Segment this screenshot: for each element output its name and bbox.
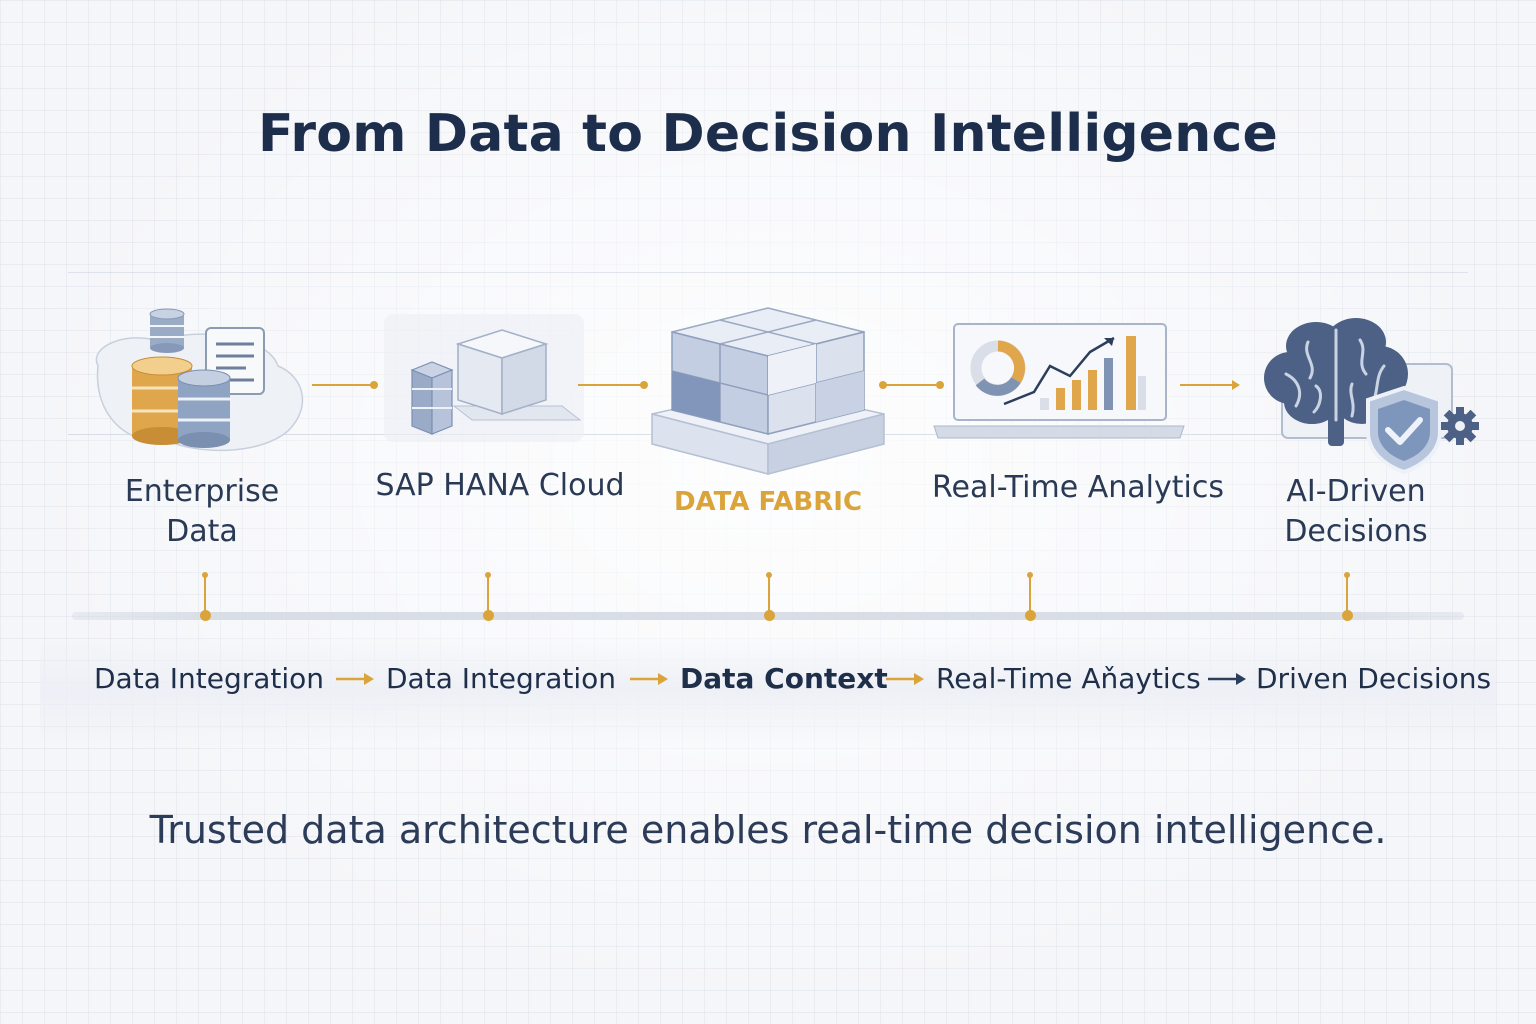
timeline-node [1342, 610, 1353, 621]
stage-label-ai-driven-decisions: AI-Driven Decisions [1284, 474, 1428, 549]
faint-grid-line [68, 272, 1468, 273]
stage-connector-2 [578, 381, 648, 389]
timeline-tick [766, 572, 772, 615]
timeline-tick [1027, 572, 1033, 615]
timeline-tick [202, 572, 208, 615]
timeline-node [764, 610, 775, 621]
arrow-right-icon [886, 673, 924, 685]
process-band [40, 636, 1496, 746]
stage-label-real-time-analytics: Real-Time Analytics [932, 470, 1224, 505]
stage-connector-4 [1180, 380, 1240, 390]
process-step-data-context: Data Context [680, 662, 888, 695]
timeline-node [1025, 610, 1036, 621]
stage-label-enterprise-data: Enterprise Data [124, 474, 280, 549]
stage-label-sap-hana-cloud: SAP HANA Cloud [375, 468, 625, 503]
timeline-node [483, 610, 494, 621]
process-step-data-integration: Data Integration [94, 662, 325, 695]
tagline: Trusted data architecture enables real-t… [149, 808, 1387, 852]
fabric-cube-icon [651, 307, 885, 475]
stage-connector-1 [312, 381, 378, 389]
timeline-node [200, 610, 211, 621]
brain-shield-icon [1264, 318, 1479, 475]
database-stack-icon [95, 308, 304, 452]
page-title: From Data to Decision Intelligence [258, 104, 1278, 164]
timeline-tick [485, 572, 491, 615]
stage-connector-3 [879, 381, 944, 389]
cloud-cubes-icon [384, 314, 584, 442]
analytics-dashboard-icon [933, 323, 1185, 439]
stage-label-data-fabric: DATA FABRIC [673, 487, 863, 517]
process-step-data-integration-2: Data Integration [386, 662, 617, 695]
process-step-real-time-analytics: Real-Time Aňaytics [936, 662, 1201, 695]
arrow-right-icon [1208, 673, 1246, 685]
process-step-driven-decisions: Driven Decisions [1256, 662, 1492, 695]
arrow-right-icon [336, 673, 374, 685]
timeline-tick [1344, 572, 1350, 615]
arrow-right-icon [630, 673, 668, 685]
